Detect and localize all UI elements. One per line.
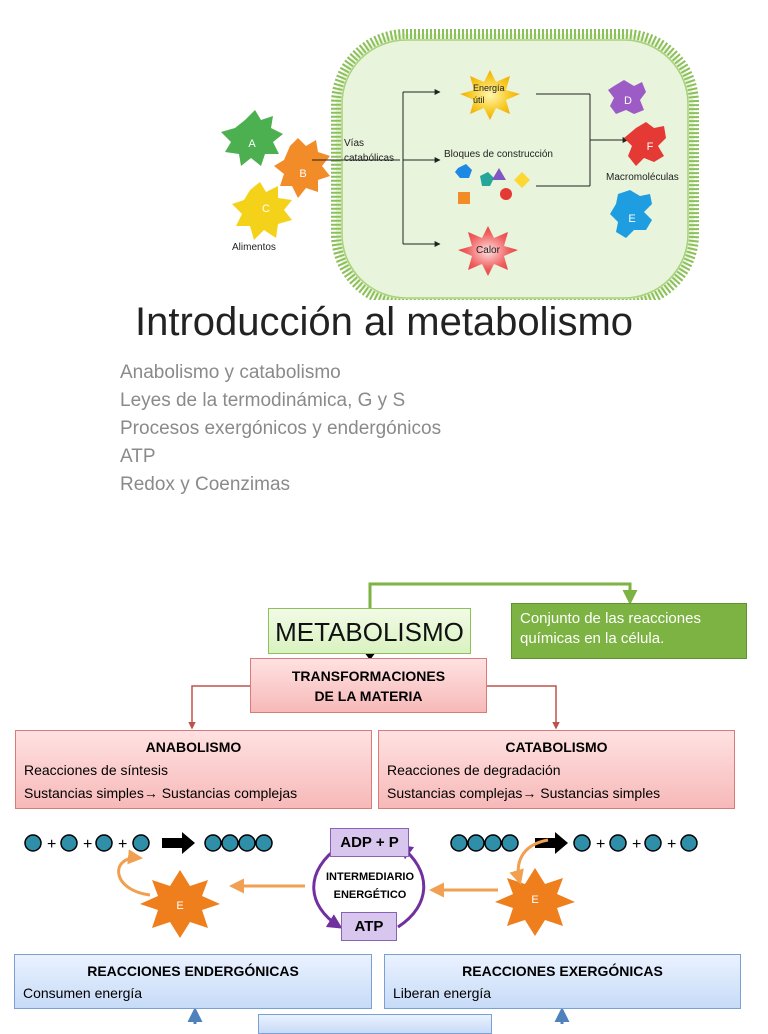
- svg-text:+: +: [83, 836, 92, 853]
- svg-text:útil: útil: [473, 95, 485, 105]
- svg-text:+: +: [118, 836, 127, 853]
- intermediario-label: INTERMEDIARIO ENERGÉTICO: [326, 871, 414, 901]
- energy-star-left: E: [140, 870, 220, 938]
- topic-item: Procesos exergónicos y endergónicos: [120, 418, 442, 439]
- svg-text:F: F: [647, 141, 654, 153]
- catabolismo-line2: Sustancias complejas→ Sustancias simples: [387, 785, 661, 801]
- slide-title: Introducción al metabolismo: [134, 300, 634, 344]
- atp-box: ATP: [341, 912, 397, 941]
- svg-text:+: +: [596, 836, 605, 853]
- topic-item: Anabolismo y catabolismo: [120, 362, 341, 383]
- svg-text:Calor: Calor: [476, 245, 501, 256]
- metabolism-cell-diagram: A B C Alimentos Vías catabólicas Energía…: [221, 29, 699, 300]
- topic-item: Leyes de la termodinámica, G y S: [120, 390, 406, 411]
- metabolismo-box: METABOLISMO: [268, 608, 471, 654]
- molecule-a-label: A: [248, 138, 256, 150]
- macromolecule-d: D: [608, 80, 646, 114]
- topic-item: ATP: [120, 446, 156, 467]
- catabolismo-box: CATABOLISMO Reacciones de degradación Su…: [378, 730, 735, 809]
- exergonicas-box: REACCIONES EXERGÓNICAS Liberan energía: [384, 954, 741, 1009]
- topic-item: Redox y Coenzimas: [120, 474, 291, 495]
- endergonicas-desc: Consumen energía: [23, 985, 143, 1001]
- exergonicas-title: REACCIONES EXERGÓNICAS: [462, 963, 663, 979]
- concept-map-connectors: + + + + + + E E: [24, 582, 698, 1024]
- svg-text:E: E: [531, 894, 538, 906]
- svg-text:E: E: [176, 900, 183, 912]
- anabolismo-line2: Sustancias simples→ Sustancias complejas: [24, 785, 298, 801]
- anabolismo-box: ANABOLISMO Reacciones de síntesis Sustan…: [15, 730, 372, 809]
- exergonicas-desc: Liberan energía: [393, 985, 492, 1001]
- food-molecule-c: C: [232, 182, 292, 240]
- svg-text:D: D: [624, 95, 632, 107]
- definition-box: Conjunto de las reacciones químicas en l…: [511, 603, 747, 659]
- pathway-label-1: Vías: [344, 138, 364, 149]
- blocks-label: Bloques de construcción: [444, 149, 553, 160]
- svg-text:Energía: Energía: [473, 83, 505, 93]
- energy-star-right: E: [495, 868, 575, 936]
- anabolism-molecules: + + +: [24, 832, 273, 854]
- macromolecule-e: E: [610, 190, 652, 238]
- transformaciones-label: TRANSFORMACIONES DE LA MATERIA: [291, 668, 446, 704]
- catabolismo-title: CATABOLISMO: [505, 739, 608, 755]
- bottom-box-partial: [258, 1014, 492, 1034]
- molecule-c-label: C: [262, 203, 270, 215]
- endergonicas-title: REACCIONES ENDERGÓNICAS: [87, 963, 299, 979]
- food-molecule-a: A: [221, 110, 283, 166]
- catabolismo-line1: Reacciones de degradación: [387, 762, 561, 778]
- svg-text:+: +: [47, 836, 56, 853]
- macromolecules-label: Macromoléculas: [606, 172, 679, 183]
- pathway-label-2: catabólicas: [344, 153, 394, 164]
- foods-label: Alimentos: [232, 242, 276, 253]
- transformaciones-box: TRANSFORMACIONES DE LA MATERIA: [250, 658, 487, 713]
- heat-icon: Calor: [458, 226, 518, 276]
- useful-energy-icon: Energía útil: [460, 70, 520, 120]
- cell-membrane: [331, 29, 699, 300]
- molecule-b-label: B: [299, 168, 306, 180]
- anabolismo-title: ANABOLISMO: [145, 739, 242, 755]
- macromolecule-f: F: [624, 122, 666, 166]
- svg-text:+: +: [632, 836, 641, 853]
- food-molecule-b: B: [274, 138, 330, 198]
- catabolism-molecules: + + +: [450, 832, 698, 854]
- building-blocks-icons: [455, 164, 530, 204]
- svg-text:+: +: [667, 836, 676, 853]
- svg-text:E: E: [628, 213, 635, 225]
- adp-box: ADP + P: [330, 828, 409, 857]
- endergonicas-box: REACCIONES ENDERGÓNICAS Consumen energía: [14, 954, 372, 1009]
- anabolismo-line1: Reacciones de síntesis: [24, 762, 168, 778]
